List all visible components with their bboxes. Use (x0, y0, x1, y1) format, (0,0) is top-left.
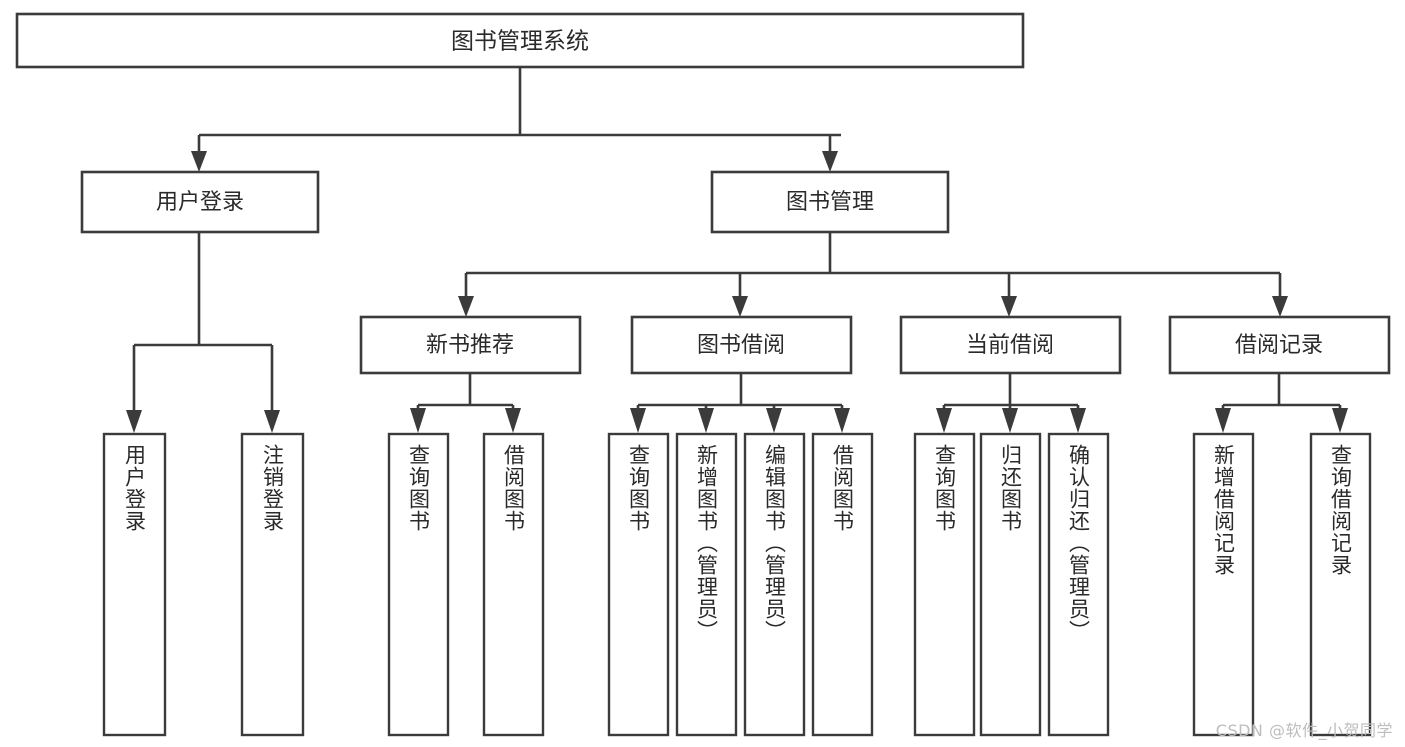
edge-book-borrow-to-leaves (630, 373, 850, 433)
node-root-label: 图书管理系统 (451, 29, 589, 55)
node-user-login-label: 用户登录 (156, 190, 244, 215)
node-root[interactable]: 图书管理系统 (15, 12, 1025, 69)
edge-borrow-record-to-leaves (1215, 373, 1348, 433)
node-user-login[interactable]: 用户登录 (80, 170, 320, 234)
node-book-manage-label: 图书管理 (786, 190, 874, 215)
edge-current-borrow-to-leaves (936, 373, 1086, 433)
edge-new-book-to-leaves (410, 373, 521, 433)
node-book-borrow-label: 图书借阅 (697, 333, 785, 358)
node-borrow-record[interactable]: 借阅记录 (1168, 315, 1391, 375)
leaf-rects-new-book (387, 432, 545, 737)
node-new-book-recommend[interactable]: 新书推荐 (359, 315, 582, 375)
leaf-rects-current-borrow (913, 432, 1110, 737)
edge-user-login-to-leaves (126, 232, 280, 433)
node-borrow-record-label: 借阅记录 (1235, 333, 1323, 358)
edge-book-manage-to-level2 (458, 232, 1288, 317)
edge-root-to-level1 (191, 67, 841, 172)
node-new-book-recommend-label: 新书推荐 (426, 333, 514, 358)
node-current-borrow[interactable]: 当前借阅 (899, 315, 1122, 375)
node-book-manage[interactable]: 图书管理 (710, 170, 950, 234)
node-current-borrow-label: 当前借阅 (966, 333, 1054, 358)
csdn-watermark: CSDN @软件_小贺同学 (1215, 721, 1393, 740)
leaf-rects-book-borrow (607, 432, 874, 737)
leaf-rects-user-login (102, 432, 305, 737)
node-book-borrow[interactable]: 图书借阅 (630, 315, 853, 375)
leaf-rects-borrow-record (1192, 432, 1372, 737)
